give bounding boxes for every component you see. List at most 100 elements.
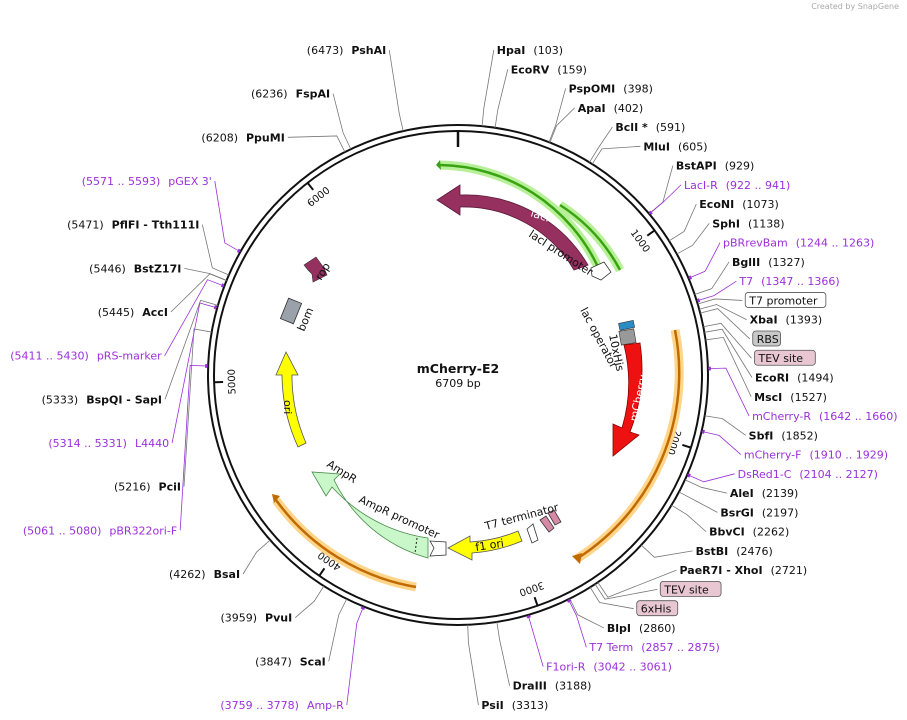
lac-operator-box <box>618 320 636 331</box>
site-leader <box>696 280 737 302</box>
site-pos: (3847) <box>255 655 292 668</box>
svg-text:(5333)BspQI - SapI: (5333)BspQI - SapI <box>42 393 162 406</box>
site-pos: (1393) <box>786 314 823 327</box>
site-label: BsrGI(2197) <box>720 506 798 519</box>
svg-text:MscI(1527): MscI(1527) <box>754 391 827 404</box>
site-leader <box>589 126 613 163</box>
site-leader <box>164 279 225 356</box>
site-leader <box>705 336 752 397</box>
svg-text:T7 Term(2857 .. 2875): T7 Term(2857 .. 2875) <box>588 641 719 654</box>
site-label: TEV site <box>754 349 816 366</box>
site-name: EcoRV <box>511 63 550 76</box>
site-label: (6208)PpuMI <box>201 131 284 144</box>
site-leader <box>678 491 718 513</box>
site-name: pRS-marker <box>97 350 162 363</box>
site-name: DraIII <box>513 680 547 693</box>
svg-text:BglII(1327): BglII(1327) <box>732 256 805 269</box>
lacI-promoter-arrow <box>590 261 612 281</box>
site-label: (6473)PshAI <box>307 44 386 57</box>
site-pos: (1244 .. 1263) <box>796 237 875 250</box>
site-pos: (3313) <box>512 699 549 712</box>
site-label: BstAPI(929) <box>676 160 754 173</box>
svg-text:EcoRV(159): EcoRV(159) <box>511 63 587 76</box>
site-label: (5411 .. 5430) pRS-marker <box>10 350 162 363</box>
site-label: 6xHis <box>636 600 679 617</box>
svg-text:(3847)ScaI: (3847)ScaI <box>255 655 326 668</box>
site-label: MluI(605) <box>643 140 707 153</box>
site-pos: (1852) <box>781 429 818 442</box>
site-leader <box>201 224 230 276</box>
site-label: T7(1347 .. 1366) <box>738 275 839 288</box>
snapgene-credit: Created by SnapGene <box>811 2 899 11</box>
site-label: XbaI(1393) <box>750 314 822 327</box>
site-leader <box>591 145 641 165</box>
svg-text:ApaI(402): ApaI(402) <box>578 102 644 115</box>
site-leader <box>671 504 707 532</box>
site-leader <box>242 539 271 575</box>
lacI-promoter-track <box>559 203 622 271</box>
site-leader <box>594 583 658 600</box>
site-label: AleI(2139) <box>730 487 798 500</box>
site-pos: (103) <box>533 44 563 57</box>
site-pos: (5445) <box>98 306 135 319</box>
site-name: pGEX 3' <box>168 175 212 188</box>
site-label: (5446)BstZ17I <box>89 262 181 275</box>
svg-text:(5471)PflFI - Tth111I: (5471)PflFI - Tth111I <box>67 219 199 232</box>
svg-text:mCherry-F(1910 .. 1929): mCherry-F(1910 .. 1929) <box>744 449 888 462</box>
site-box <box>659 581 722 597</box>
site-label: T7 promoter <box>744 292 827 308</box>
site-pos: (2476) <box>736 545 773 558</box>
site-pos: (3042 .. 3061) <box>593 660 672 673</box>
site-label: F1ori-R(3042 .. 3061) <box>546 660 672 673</box>
site-pos: (1494) <box>797 372 834 385</box>
site-name: LacI-R <box>684 179 718 192</box>
site-pos: (591) <box>656 121 686 134</box>
site-name: BstBI <box>696 545 729 558</box>
site-label-layer: HpaI(103)EcoRV(159)PspOMI(398)ApaI(402)B… <box>10 44 897 712</box>
site-label: RBS <box>752 330 781 347</box>
site-label: BlpI(2860) <box>607 622 676 635</box>
site-name: HpaI <box>497 44 526 57</box>
site-leader <box>589 587 634 610</box>
site-name: BsrGI <box>720 506 753 519</box>
svg-text:BclI *(591): BclI *(591) <box>615 121 685 134</box>
svg-text:BbvCI(2262): BbvCI(2262) <box>709 526 789 539</box>
site-label: ApaI(402) <box>578 102 644 115</box>
tev-box-small <box>539 515 555 533</box>
site-box <box>636 600 679 617</box>
site-leader <box>569 598 605 629</box>
svg-text:(5411 .. 5430)pRS-marker: (5411 .. 5430) pRS-marker <box>10 350 162 363</box>
svg-text:DraIII(3188): DraIII(3188) <box>513 680 592 693</box>
site-pos: (1073) <box>742 198 779 211</box>
site-leader <box>700 308 751 340</box>
site-name: ApaI <box>578 102 606 115</box>
site-leader <box>287 135 346 153</box>
site-label: BbvCI(2262) <box>709 526 789 539</box>
site-name: 6xHis <box>641 603 672 616</box>
site-leader <box>568 599 587 648</box>
ori-label: ori <box>281 400 294 414</box>
site-pos: (6236) <box>251 88 288 101</box>
site-name: pBR322ori-F <box>109 524 177 537</box>
site-pos: (5216) <box>114 481 151 494</box>
site-label: (5314 .. 5331)L4440 <box>48 437 169 450</box>
site-leader <box>294 585 325 618</box>
site-pos: (5411 .. 5430) <box>10 350 89 363</box>
tick-label: 1000 <box>628 228 652 255</box>
site-label: (5471)PflFI - Tth111I <box>67 219 199 232</box>
rop-arrow <box>303 256 328 283</box>
site-name: PshAI <box>351 44 386 57</box>
site-label: DsRed1-C(2104 .. 2127) <box>738 468 878 481</box>
his10-box <box>618 328 637 346</box>
tick-label: 5000 <box>227 369 239 395</box>
site-name: mCherry-F <box>744 449 802 462</box>
svg-text:BstAPI(929): BstAPI(929) <box>676 160 754 173</box>
site-leader <box>676 223 710 255</box>
svg-text:BlpI(2860): BlpI(2860) <box>607 622 676 635</box>
orange-track-right-head <box>572 553 582 564</box>
site-pos: (2139) <box>762 487 799 500</box>
site-pos: (5314 .. 5331) <box>48 437 127 450</box>
site-box <box>744 292 827 308</box>
site-pos: (605) <box>678 140 708 153</box>
